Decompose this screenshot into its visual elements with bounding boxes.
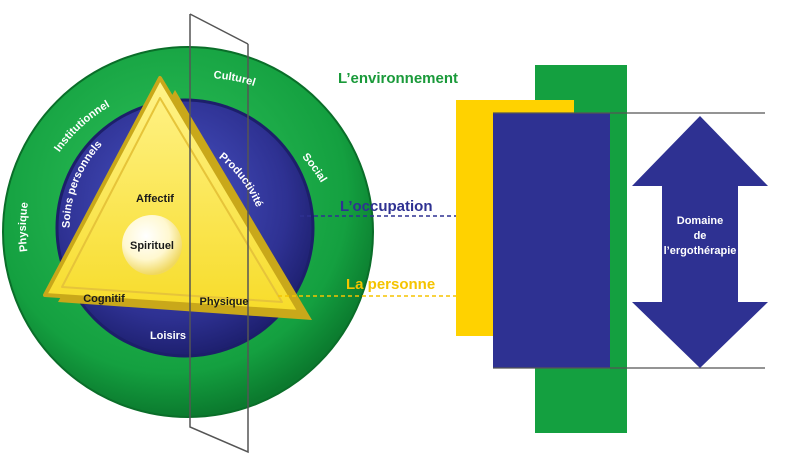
heading-occupation: L’occupation bbox=[340, 198, 433, 215]
label-cognitif: Cognitif bbox=[83, 293, 125, 305]
domain-double-arrow bbox=[632, 116, 768, 368]
person-triangle-inner bbox=[61, 97, 283, 303]
occupation-bar bbox=[493, 113, 610, 368]
label-spirituel: Spirituel bbox=[130, 240, 174, 252]
domain-label-line1: Domaine bbox=[677, 215, 723, 227]
heading-environment: L’environnement bbox=[338, 70, 458, 87]
plane-front bbox=[189, 14, 249, 454]
label-physique-inner: Physique bbox=[200, 296, 249, 308]
spiritual-core bbox=[122, 215, 182, 275]
plane-back bbox=[189, 13, 249, 45]
domain-label-line2: de bbox=[694, 230, 707, 242]
person-triangle bbox=[43, 76, 302, 314]
label-physique-outer: Physique bbox=[17, 201, 31, 252]
heading-person: La personne bbox=[346, 276, 435, 293]
label-loisirs: Loisirs bbox=[150, 330, 186, 342]
label-affectif: Affectif bbox=[136, 193, 174, 205]
occupation-disk-edge bbox=[55, 98, 315, 358]
domain-label-line3: l’ergothérapie bbox=[664, 245, 737, 257]
environment-ring-edge bbox=[2, 46, 374, 418]
